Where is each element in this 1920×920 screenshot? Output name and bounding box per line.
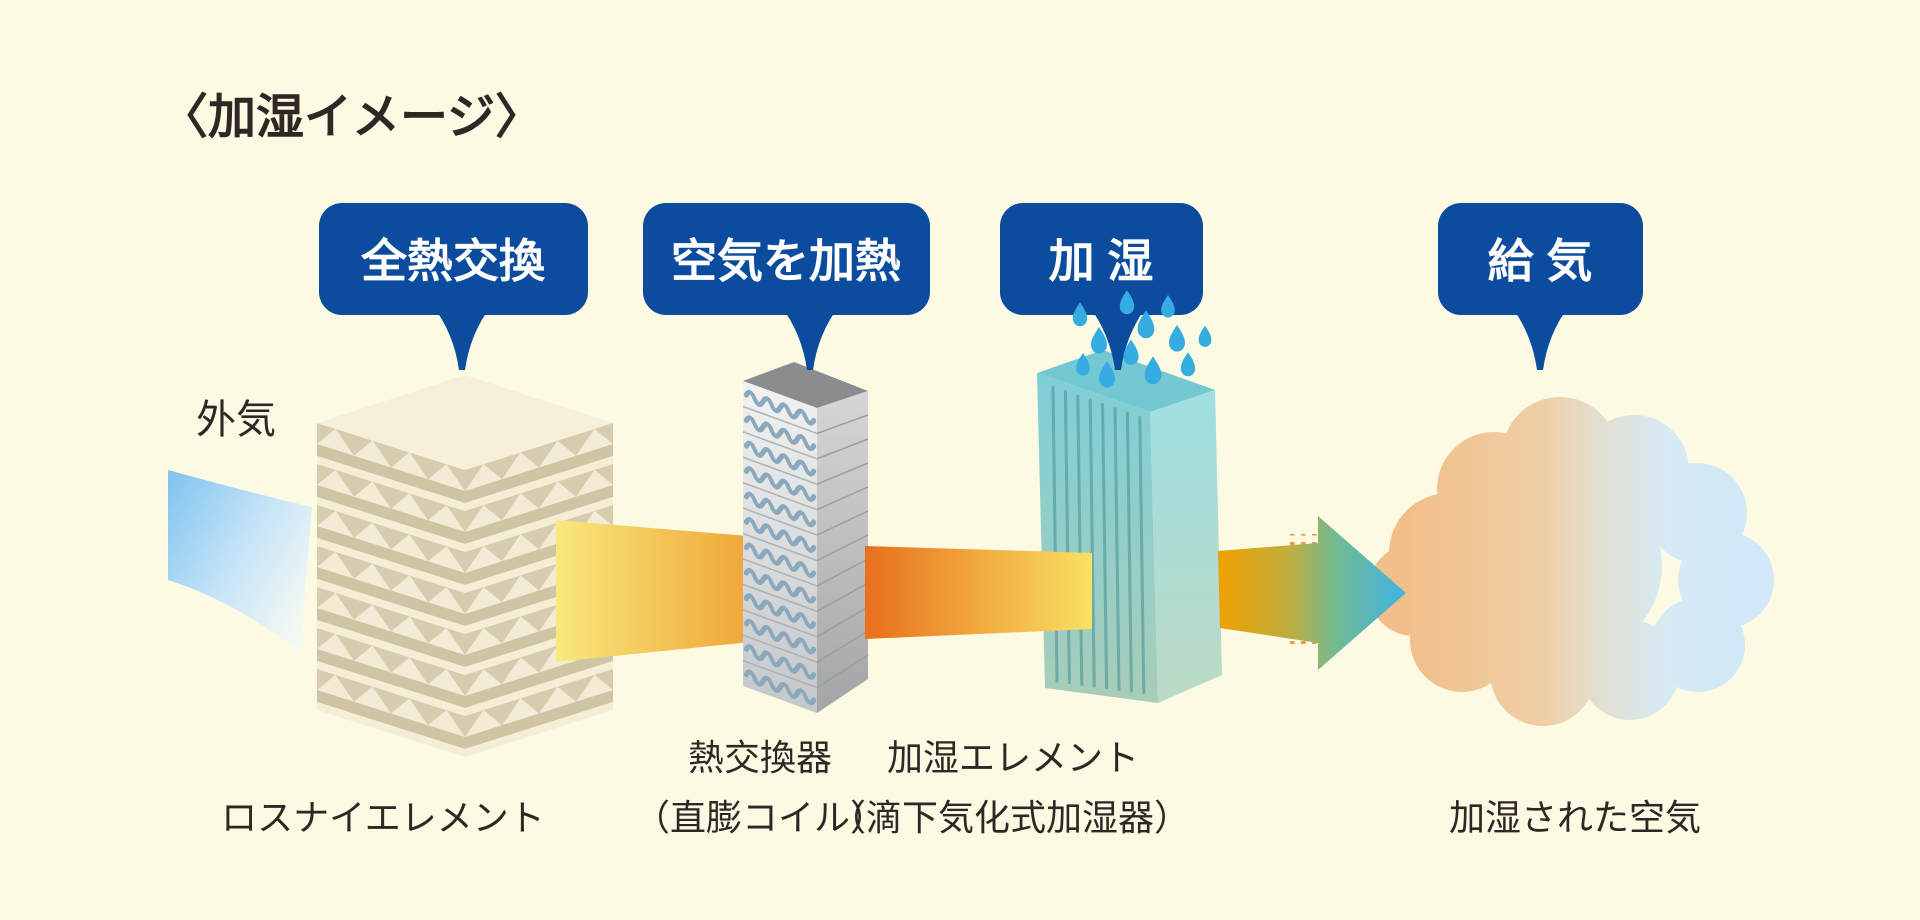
bubble-heat-air: 空気を加熱 (643, 203, 930, 370)
bubble-supply-air: 給 気 (1438, 203, 1643, 370)
airflow-arrow-warming (556, 520, 760, 662)
heat-exchanger-illustration (742, 362, 869, 713)
bubble-tail (1089, 306, 1147, 370)
outside-air-label: 外気 (196, 398, 276, 442)
caption-humidifier-line1: 加湿エレメント (887, 737, 1139, 778)
bubble-tail (781, 306, 839, 370)
humidifier-grooves (1051, 386, 1146, 695)
caption-humidified-air: 加湿された空気 (1449, 797, 1701, 838)
bubble-humidify: 加 湿 (1000, 203, 1203, 370)
airflow-arrow-heated (865, 546, 1092, 639)
humidified-air-cloud (1368, 397, 1774, 726)
bubble-total-heat-exchange-label: 全熱交換 (360, 235, 546, 287)
humidifier-element-illustration (1037, 350, 1222, 703)
diagram-title: 〈加湿イメージ〉 (160, 91, 543, 144)
bubble-tail (1511, 306, 1569, 370)
bubble-humidify-label: 加 湿 (1049, 235, 1154, 287)
bubble-total-heat-exchange: 全熱交換 (319, 203, 588, 370)
coil-rows (742, 391, 869, 704)
airflow-arrow-supply (1218, 516, 1406, 670)
outside-air-arrow (168, 470, 312, 652)
caption-humidifier-line2: （滴下気化式加湿器） (830, 797, 1190, 838)
caption-heat-exchanger-line1: 熱交換器 (688, 737, 832, 778)
bubble-heat-air-label: 空気を加熱 (671, 235, 901, 287)
bubble-tail (433, 306, 491, 370)
bubble-supply-air-label: 給 気 (1488, 235, 1593, 287)
lossnay-element-illustration (317, 375, 613, 757)
caption-heat-exchanger-line2: （直膨コイル） (634, 797, 886, 838)
caption-lossnay: ロスナイエレメント (221, 797, 545, 838)
